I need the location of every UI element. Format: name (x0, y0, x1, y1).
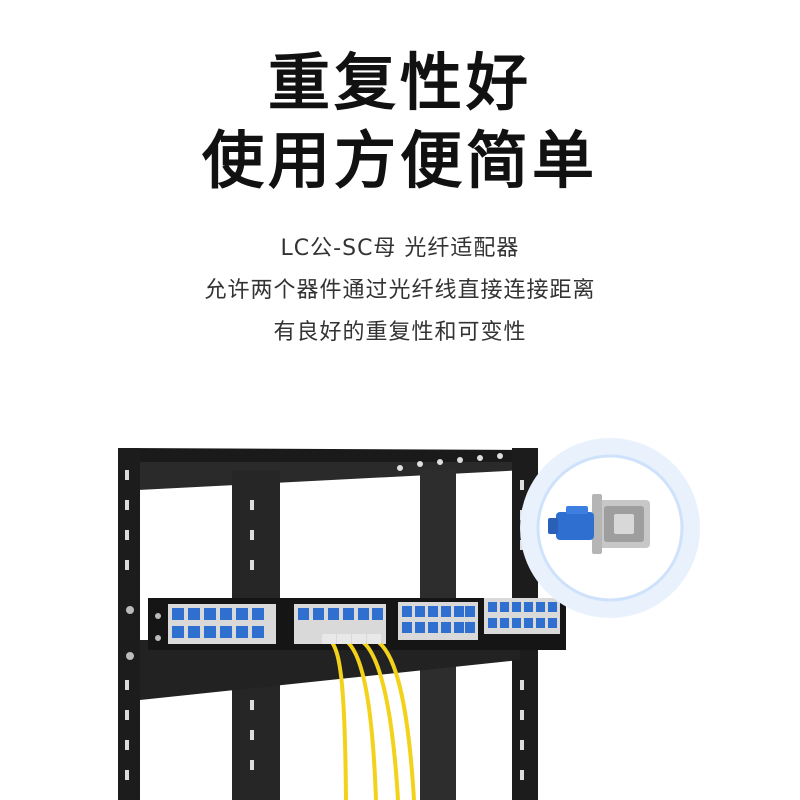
headline-line-1: 重复性好 (267, 46, 532, 119)
patch-panel (126, 598, 566, 660)
headline-line-2: 使用方便简单 (201, 124, 598, 197)
lc-sc-adapter-icon (548, 494, 650, 554)
description: LC公-SC母 光纤适配器 允许两个器件通过光纤线直接连接距离 有良好的重复性和… (0, 228, 800, 354)
fiber-cables (328, 638, 416, 800)
headline: 重复性好 使用方便简单 (0, 44, 800, 200)
cable-connectors (322, 634, 381, 644)
description-line-3: 有良好的重复性和可变性 (273, 320, 527, 345)
description-line-1: LC公-SC母 光纤适配器 (280, 236, 520, 261)
description-line-2: 允许两个器件通过光纤线直接连接距离 (204, 278, 596, 303)
